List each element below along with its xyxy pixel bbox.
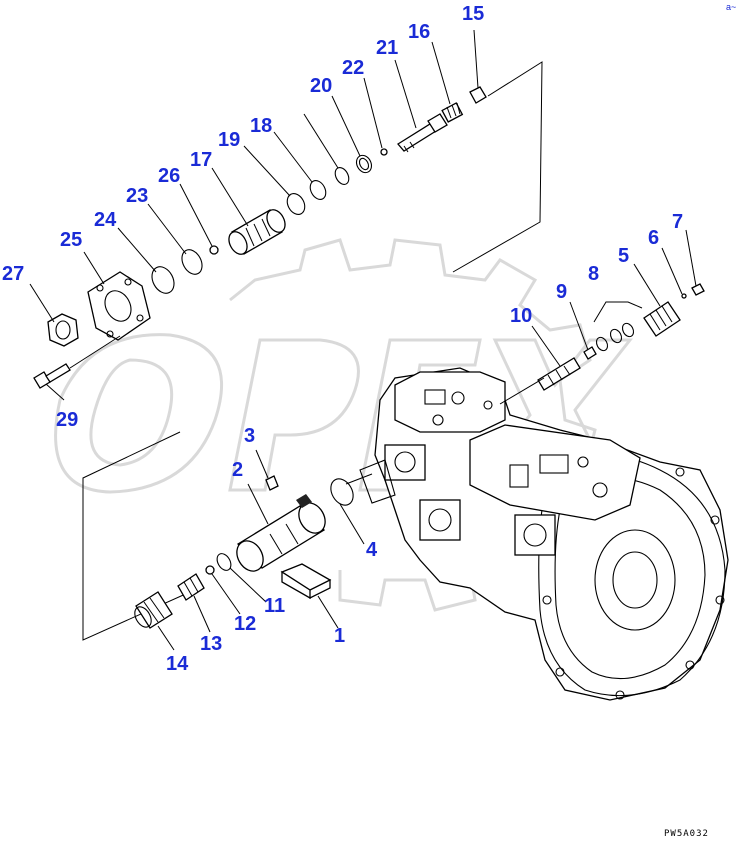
- watermark-text: OPEX: [210, 559, 213, 561]
- parts-upper: [33, 86, 487, 389]
- leader-lines: [29, 29, 697, 651]
- pump-shaft: [612, 551, 658, 609]
- block-port-2: [451, 391, 465, 405]
- part-21-piston: [397, 113, 448, 153]
- callout-13: 13: [200, 633, 222, 655]
- part-26-nut: [209, 245, 219, 255]
- part-22-ball: [380, 148, 388, 156]
- group-lines: [82, 61, 643, 641]
- block-port-3: [432, 414, 444, 426]
- pump-body: [359, 367, 729, 701]
- callout-5: 5: [618, 245, 629, 267]
- valve-block-rear: [394, 371, 506, 433]
- part-25-cover: [87, 271, 151, 341]
- bracket-upper-right: [452, 61, 543, 273]
- part-27-nut: [47, 313, 79, 347]
- part-5-spring: [643, 301, 681, 337]
- bracket-lower-left: [82, 431, 191, 641]
- callout-7: 7: [672, 211, 683, 233]
- part-8-ring-a: [621, 322, 635, 338]
- part-13-spring: [177, 573, 205, 601]
- callout-2: 2: [232, 459, 243, 481]
- block-port-5: [539, 454, 569, 474]
- callout-9: 9: [556, 281, 567, 303]
- callout-18: 18: [250, 115, 272, 137]
- block-port-6: [577, 456, 589, 468]
- bracket-7-8: [593, 301, 643, 323]
- callout-29: 29: [56, 409, 78, 431]
- callout-1: 1: [334, 625, 345, 647]
- parts-lower: [134, 475, 354, 629]
- lower-port-block-2: [514, 514, 556, 556]
- part-12-nut: [205, 565, 215, 575]
- part-11-washer: [216, 553, 232, 571]
- part-20-ring: [355, 154, 373, 174]
- part-2-spool: [236, 494, 326, 572]
- part-1-block: [280, 563, 332, 600]
- parts-right: [537, 283, 705, 391]
- side-port: [394, 451, 416, 473]
- part-19-ring: [309, 180, 327, 200]
- part-7-plug: [691, 283, 705, 296]
- callouts: 1 2 3 4 5 6 7 8 9 10 11 12 13 14 15 16 1…: [2, 3, 683, 675]
- callout-24: 24: [94, 209, 117, 231]
- callout-27: 27: [2, 263, 24, 285]
- block-port-7: [592, 482, 608, 498]
- part-15-plug: [469, 86, 487, 104]
- callout-21: 21: [376, 37, 398, 59]
- callout-17: 17: [190, 149, 212, 171]
- callout-26: 26: [158, 165, 180, 187]
- block-port-1: [424, 389, 446, 405]
- pump-shaft-bore: [594, 529, 676, 631]
- side-port-block: [384, 444, 426, 481]
- part-16-spring: [441, 102, 464, 123]
- part-14-spring: [134, 591, 173, 629]
- corner-mark: a~: [726, 2, 736, 12]
- block-port-8: [509, 464, 529, 488]
- lower-port-block: [419, 499, 461, 541]
- callout-22: 22: [342, 57, 364, 79]
- pump-flange: [538, 454, 726, 697]
- callout-10: 10: [510, 305, 532, 327]
- part-10-spool: [537, 357, 581, 391]
- side-boss: [359, 459, 396, 504]
- lower-port: [428, 508, 452, 532]
- watermark-letter-p: [228, 338, 360, 492]
- callout-12: 12: [234, 613, 256, 635]
- callout-16: 16: [408, 21, 430, 43]
- part-18-ring: [334, 167, 350, 185]
- part-3-bolt: [265, 475, 279, 491]
- callout-3: 3: [244, 425, 255, 447]
- part-8-ring-b: [609, 328, 623, 344]
- watermark-letter-o: [54, 333, 224, 494]
- callout-19: 19: [218, 129, 240, 151]
- part-24-ring: [151, 266, 175, 294]
- block-port-4: [483, 400, 493, 410]
- part-4-ring: [330, 478, 354, 506]
- callout-20: 20: [310, 75, 332, 97]
- lower-port-2: [523, 523, 547, 547]
- callout-14: 14: [166, 653, 189, 675]
- part-8-ring-c: [595, 336, 609, 352]
- part-23-ring: [181, 249, 203, 275]
- part-6-ball: [681, 293, 687, 299]
- callout-23: 23: [126, 185, 148, 207]
- part-29-bolt: [33, 363, 71, 389]
- part-17-sleeve: [228, 209, 286, 255]
- callout-15: 15: [462, 3, 484, 25]
- callout-11: 11: [264, 595, 285, 617]
- callout-8: 8: [588, 263, 599, 285]
- pump-flange-inner: [554, 477, 706, 680]
- drawing-code: PW5A032: [664, 829, 709, 839]
- callout-6: 6: [648, 227, 659, 249]
- callout-4: 4: [366, 539, 378, 561]
- part-9-seat: [583, 346, 597, 360]
- callout-25: 25: [60, 229, 82, 251]
